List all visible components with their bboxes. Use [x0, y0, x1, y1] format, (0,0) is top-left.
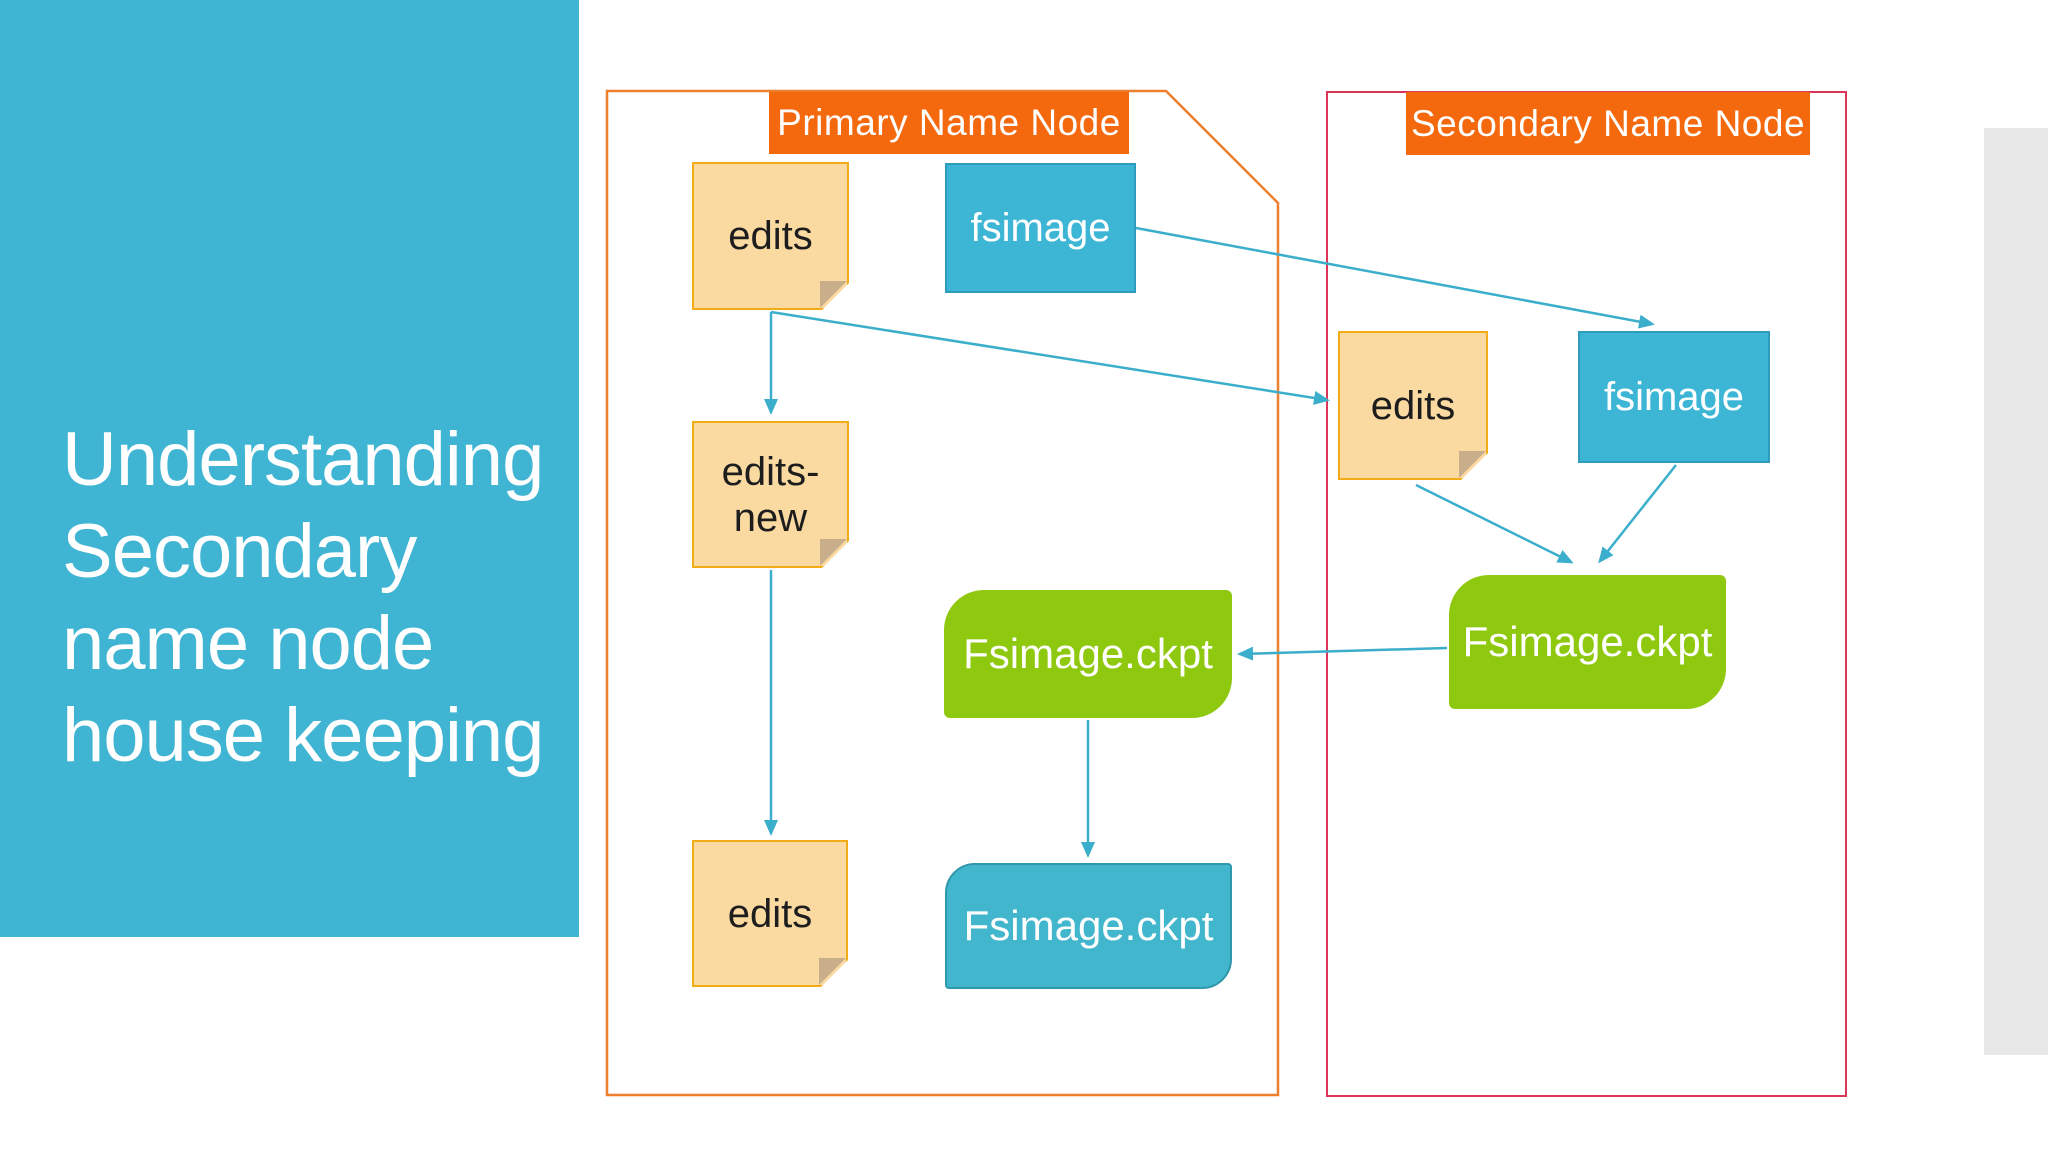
slide-title-line: Understanding — [62, 417, 544, 502]
secondary-fsimage-box: fsimage — [1578, 331, 1770, 463]
secondary-fsimage-ckpt-green: Fsimage.ckpt — [1449, 575, 1726, 709]
arrow-edits-to-secondary-edits — [770, 310, 1330, 405]
primary-fsimage-ckpt-green-label: Fsimage.ckpt — [963, 630, 1213, 677]
secondary-edits-note: edits — [1338, 331, 1488, 480]
primary-fsimage-ckpt-blue: Fsimage.ckpt — [945, 863, 1232, 989]
primary-edits-bottom-label: edits — [727, 891, 813, 936]
arrow-secondary-green-to-primary-green — [1237, 646, 1448, 661]
title-panel: Understanding Secondary name node house … — [0, 0, 579, 937]
secondary-fsimage-label: fsimage — [1603, 374, 1745, 419]
primary-header: Primary Name Node — [769, 92, 1129, 154]
primary-fsimage-label: fsimage — [970, 205, 1111, 250]
primary-edits-new-note: edits-new — [692, 421, 849, 568]
arrow-secondary-edits-to-green-ckpt — [1415, 483, 1574, 564]
slide-title-line: house keeping — [62, 693, 544, 778]
secondary-header: Secondary Name Node — [1406, 92, 1810, 155]
primary-fsimage-ckpt-blue-label: Fsimage.ckpt — [963, 902, 1214, 949]
slide-title-line: Secondary — [62, 509, 417, 594]
primary-container-outline — [605, 89, 1280, 1097]
slide-title-line: name node — [62, 601, 434, 686]
secondary-edits-label: edits — [1370, 383, 1456, 428]
primary-fsimage-ckpt-green: Fsimage.ckpt — [944, 590, 1232, 718]
secondary-fsimage-ckpt-green-label: Fsimage.ckpt — [1462, 618, 1713, 665]
arrow-secondary-fsimage-to-green-ckpt — [1598, 464, 1677, 564]
secondary-header-label: Secondary Name Node — [1410, 102, 1806, 144]
primary-edits-label: edits — [728, 214, 813, 258]
primary-edits-bottom-note: edits — [692, 840, 848, 987]
primary-edits-note: edits — [692, 162, 849, 310]
primary-fsimage-box: fsimage — [945, 163, 1136, 293]
next-slide-edge — [1984, 128, 2048, 1055]
primary-header-label: Primary Name Node — [777, 102, 1121, 143]
slide-title: Understanding Secondary name node house … — [62, 414, 544, 782]
arrow-fsimage-to-secondary-fsimage — [1135, 226, 1655, 329]
primary-edits-new-label: edits-new — [721, 449, 820, 540]
